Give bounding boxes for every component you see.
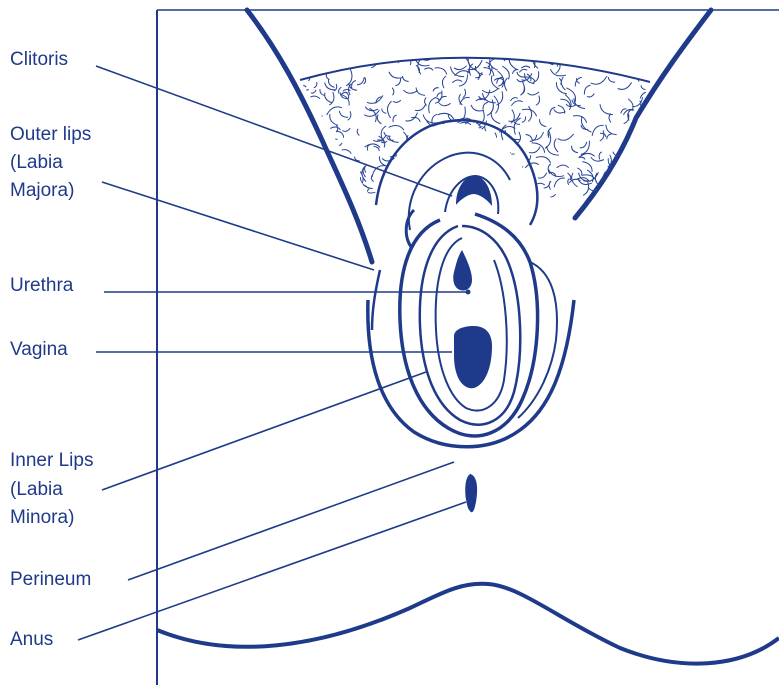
label-anus: Anus (10, 627, 53, 652)
label-inner-lips-line2: (Labia (10, 477, 63, 502)
anus-shape (465, 474, 477, 512)
label-perineum: Perineum (10, 567, 91, 592)
left-thigh-contour (247, 10, 372, 262)
label-vagina: Vagina (10, 337, 68, 362)
label-outer-lips-line2: (Labia (10, 150, 63, 175)
right-thigh-contour (575, 10, 711, 218)
leader-lines (78, 66, 466, 640)
label-inner-lips-line3: Minora) (10, 505, 74, 530)
vestibule-teardrop (453, 250, 472, 291)
hood-outer-fold (376, 120, 537, 225)
leader-inner-lips (102, 372, 426, 490)
label-outer-lips-line1: Outer lips (10, 122, 91, 147)
leader-clitoris (96, 66, 452, 196)
urethra-dot (466, 290, 471, 295)
label-inner-lips-line1: Inner Lips (10, 448, 93, 473)
label-clitoris: Clitoris (10, 47, 68, 72)
left-side-fold (372, 270, 380, 330)
buttock-contour (157, 584, 779, 664)
label-urethra: Urethra (10, 273, 73, 298)
leader-anus (78, 502, 466, 640)
label-outer-lips-line3: Majora) (10, 178, 74, 203)
leader-outer-lips (102, 182, 374, 270)
vagina-shape (454, 326, 492, 388)
leader-perineum (128, 462, 454, 580)
